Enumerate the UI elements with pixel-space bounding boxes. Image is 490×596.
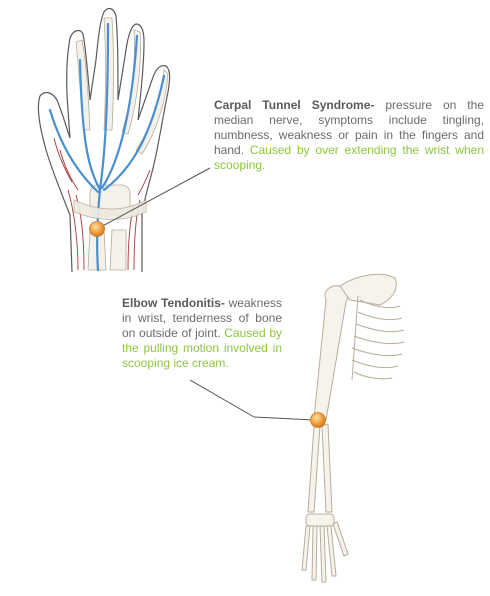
ulna-bone	[321, 423, 333, 513]
hand-drawing	[37, 7, 171, 273]
rib-cage	[351, 295, 405, 381]
shoulder-blade	[339, 273, 397, 306]
elbow-leader-line	[189, 379, 255, 418]
carpal-cause: Caused by over extending the wrist when …	[214, 143, 484, 172]
elbow-term: Elbow Tendonitis-	[122, 296, 225, 310]
elbow-tendonitis-callout: Elbow Tendonitis- weakness in wrist, ten…	[122, 296, 282, 371]
carpal-leader-line	[96, 167, 211, 230]
hand-skeleton	[301, 513, 349, 583]
carpal-description: pressure on the median nerve, symptoms i…	[214, 98, 484, 157]
humerus-bone	[313, 285, 349, 424]
leader-lines	[96, 167, 315, 421]
elbow-cause: Caused by the pulling motion involved in…	[122, 326, 282, 370]
wrist-marker[interactable]	[89, 221, 105, 237]
elbow-marker[interactable]	[310, 412, 326, 428]
elbow-leader-line-2	[253, 416, 315, 421]
hand-muscles	[53, 137, 151, 271]
carpal-term: Carpal Tunnel Syndrome-	[214, 98, 375, 112]
carpal-tunnel-callout: Carpal Tunnel Syndrome- pressure on the …	[214, 98, 484, 173]
hand-outline	[37, 7, 171, 273]
carpal-ligament	[73, 199, 147, 220]
skeleton-drawing	[301, 273, 405, 583]
radius-bone	[307, 425, 321, 513]
elbow-description: weakness in wrist, tenderness of bone on…	[122, 296, 282, 340]
